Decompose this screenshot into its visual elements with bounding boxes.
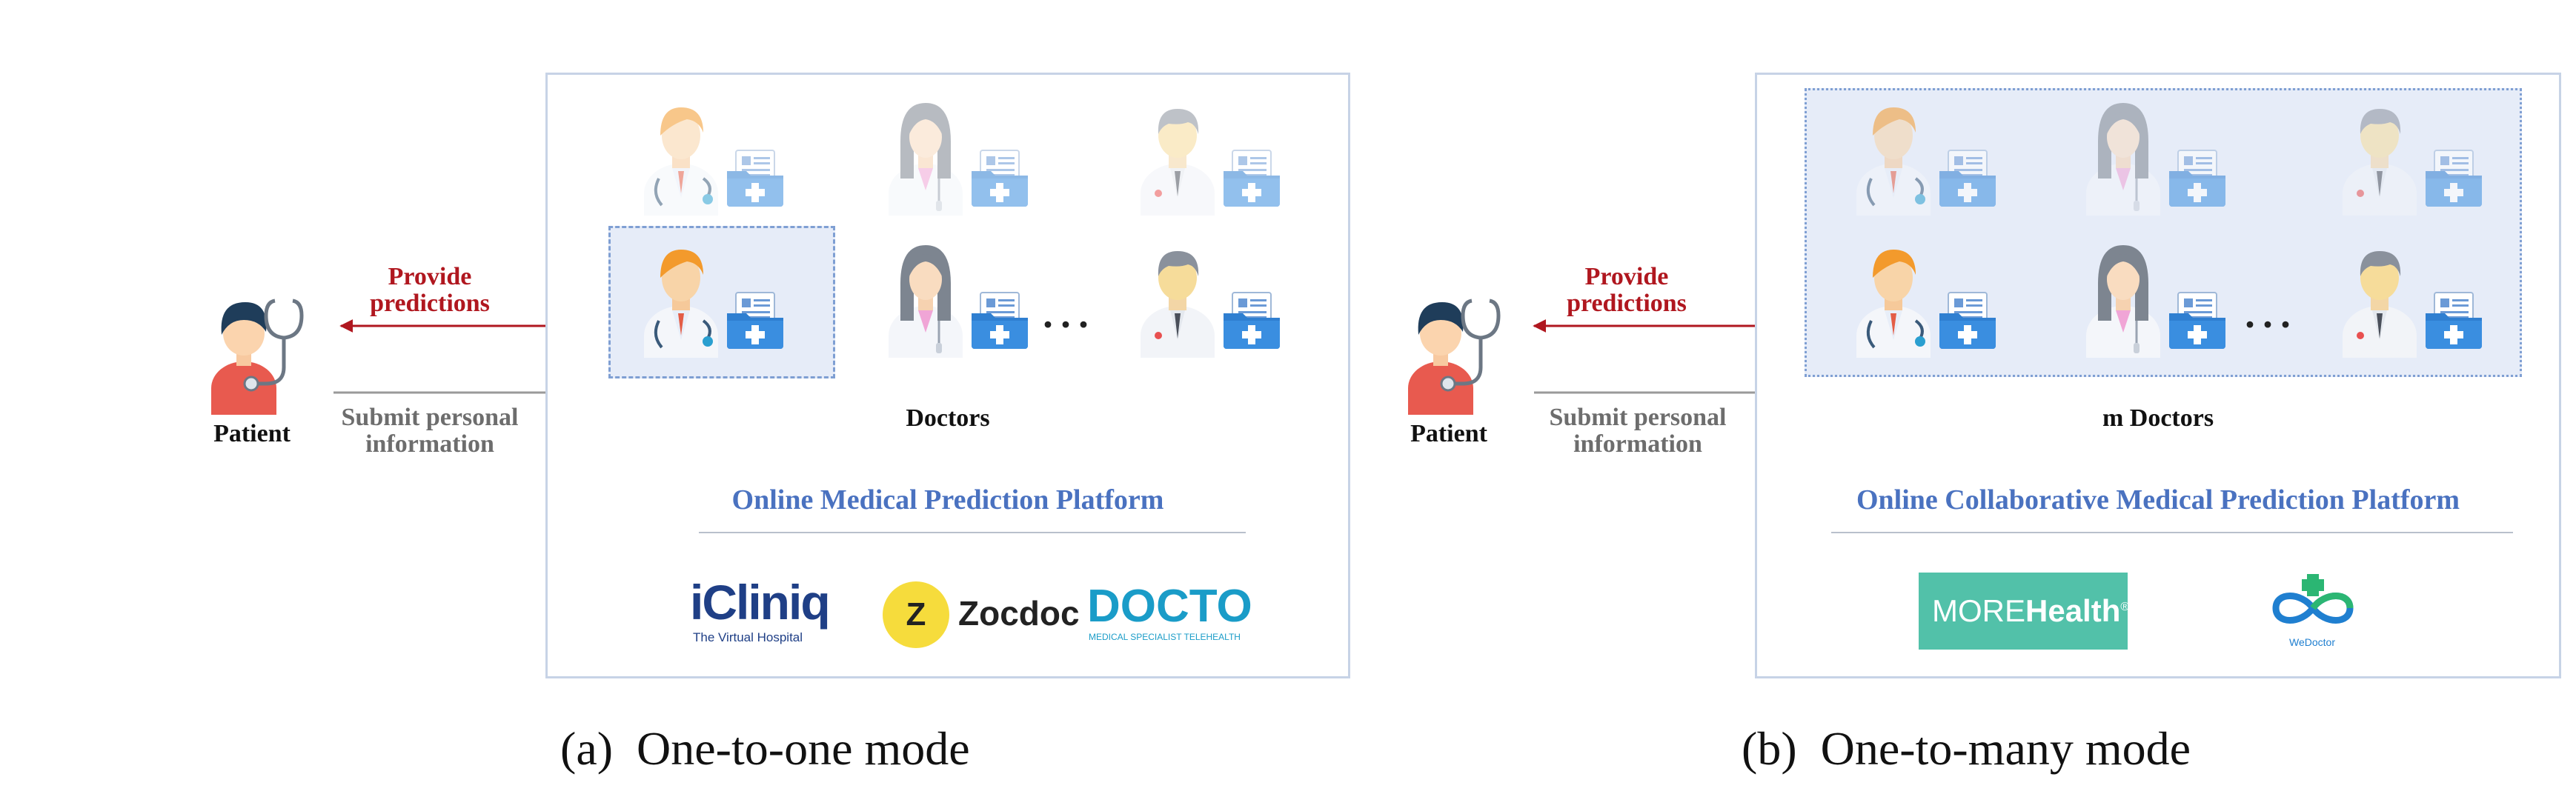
divider <box>1831 532 2513 533</box>
medical-folder-icon <box>1222 149 1281 208</box>
doctor-card <box>1133 239 1281 365</box>
medical-folder-icon <box>2168 149 2227 208</box>
caption-b: (b) One-to-many mode <box>1742 722 2191 775</box>
doctor-orange-icon <box>637 239 726 358</box>
submit-information-label: Submit personal information <box>341 404 519 458</box>
caption-a: (a) One-to-one mode <box>560 722 970 775</box>
doctor-senior-icon <box>2335 97 2424 216</box>
medical-folder-icon <box>970 291 1029 350</box>
medical-folder-icon <box>2168 291 2227 350</box>
provide-predictions-label: Provide predictions <box>1567 263 1687 317</box>
doctor-card <box>881 97 1029 223</box>
morehealth-logo: MOREHealth® <box>1919 573 2129 650</box>
wedoctor-logo: WeDoctor <box>2261 573 2365 654</box>
doctor-card <box>2335 239 2483 365</box>
medical-folder-icon <box>726 291 785 350</box>
medical-folder-icon <box>970 149 1029 208</box>
medical-folder-icon <box>1938 291 1997 350</box>
medical-folder-icon <box>1938 149 1997 208</box>
medical-folder-icon <box>1222 291 1281 350</box>
doctor-orange-icon <box>637 97 726 216</box>
medical-folder-icon <box>2424 149 2483 208</box>
doctor-card <box>2335 97 2483 223</box>
platform-title: Online Medical Prediction Platform <box>731 484 1164 516</box>
doctor-senior-icon <box>1133 239 1222 358</box>
selected-doctor-highlight <box>608 226 835 378</box>
doctors-label: Doctors <box>906 404 990 432</box>
ellipsis: ··· <box>2243 302 2297 347</box>
docto-logo: DOCTO MEDICAL SPECIALIST TELEHEALTH <box>1087 581 1252 642</box>
doctor-senior-icon <box>2335 239 2424 358</box>
doctor-female-icon <box>2079 239 2168 358</box>
patient-icon <box>204 289 308 415</box>
doctor-female-icon <box>881 97 970 216</box>
submit-arrow <box>333 386 583 399</box>
doctor-card <box>1133 97 1281 223</box>
doctor-card <box>2079 239 2227 365</box>
doctor-card <box>2079 97 2227 223</box>
doctor-female-icon <box>2079 97 2168 216</box>
doctors-label: m Doctors <box>2102 404 2214 432</box>
doctor-card <box>1849 97 1997 223</box>
patient-label: Patient <box>1410 420 1487 447</box>
doctor-card <box>637 97 785 223</box>
doctor-orange-icon <box>1849 239 1938 358</box>
submit-information-label: Submit personal information <box>1549 404 1727 458</box>
platform-title: Online Collaborative Medical Prediction … <box>1856 484 2460 516</box>
platform-box-a: ··· Doctors Online Medical Prediction Pl… <box>545 73 1350 678</box>
patient-icon <box>1401 289 1504 415</box>
doctor-senior-icon <box>1133 97 1222 216</box>
wedoctor-mark-icon <box>2272 574 2354 624</box>
doctor-orange-icon <box>1849 97 1938 216</box>
divider <box>699 532 1246 533</box>
doctor-card <box>1849 239 1997 365</box>
icliniq-logo: iCliniq The Virtual Hospital <box>690 575 831 644</box>
doctor-card <box>637 239 785 365</box>
doctor-female-icon <box>881 239 970 358</box>
zocdoc-mark-icon: Z <box>883 581 949 648</box>
doctor-card <box>881 239 1029 365</box>
medical-folder-icon <box>2424 291 2483 350</box>
platform-box-b: ··· m Doctors Online Collaborative Medic… <box>1755 73 2561 678</box>
submit-arrow <box>1534 386 1784 399</box>
patient-label: Patient <box>213 420 291 447</box>
provide-predictions-label: Provide predictions <box>370 263 490 317</box>
medical-folder-icon <box>726 149 785 208</box>
provide-arrow <box>1533 319 1786 333</box>
zocdoc-logo: Z Zocdoc <box>883 578 1080 653</box>
ellipsis: ··· <box>1041 302 1095 347</box>
